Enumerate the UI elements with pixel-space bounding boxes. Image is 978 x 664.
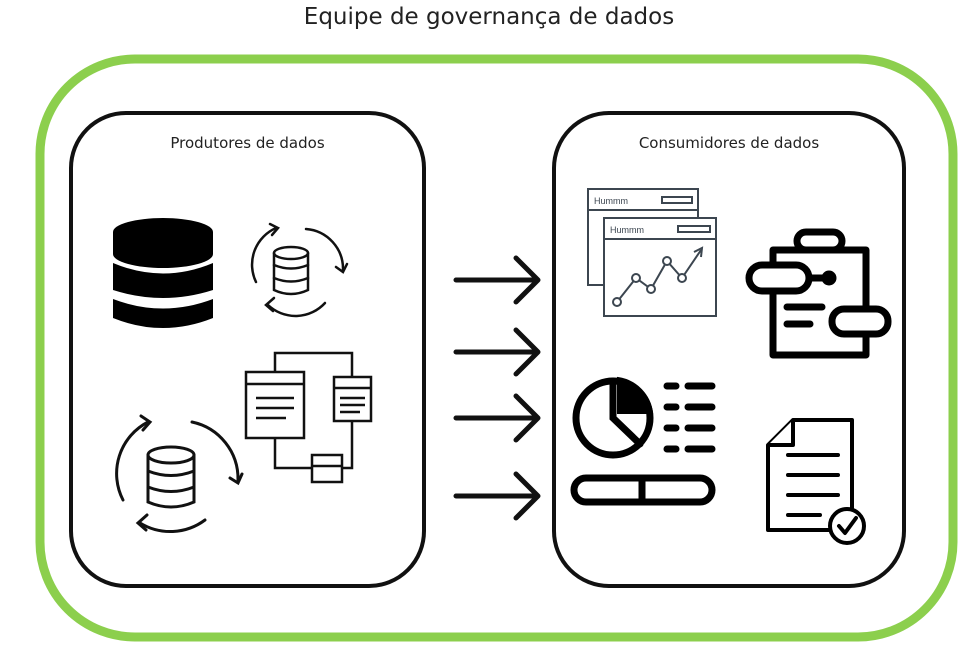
producers-label: Produtores de dados: [170, 134, 325, 152]
database-sync-icon: [115, 414, 244, 534]
window-title: Hummm: [610, 225, 644, 235]
arrow-icon: [453, 255, 541, 521]
database-icon: [113, 218, 213, 328]
database-sync-icon: [250, 222, 349, 318]
approved-document-icon: [766, 418, 866, 545]
governance-team-boundary: [35, 54, 958, 642]
diagram-title: Equipe de governança de dados: [303, 4, 675, 30]
producers-box: [69, 111, 426, 588]
clipboard-workflow-icon: [745, 228, 892, 359]
consumers-label: Consumidores de dados: [638, 134, 820, 152]
window-title: Hummm: [594, 196, 628, 206]
analytics-dashboard-icon: [587, 188, 717, 317]
data-flow-icon: [244, 351, 373, 484]
report-pie-chart-icon: [570, 376, 716, 506]
